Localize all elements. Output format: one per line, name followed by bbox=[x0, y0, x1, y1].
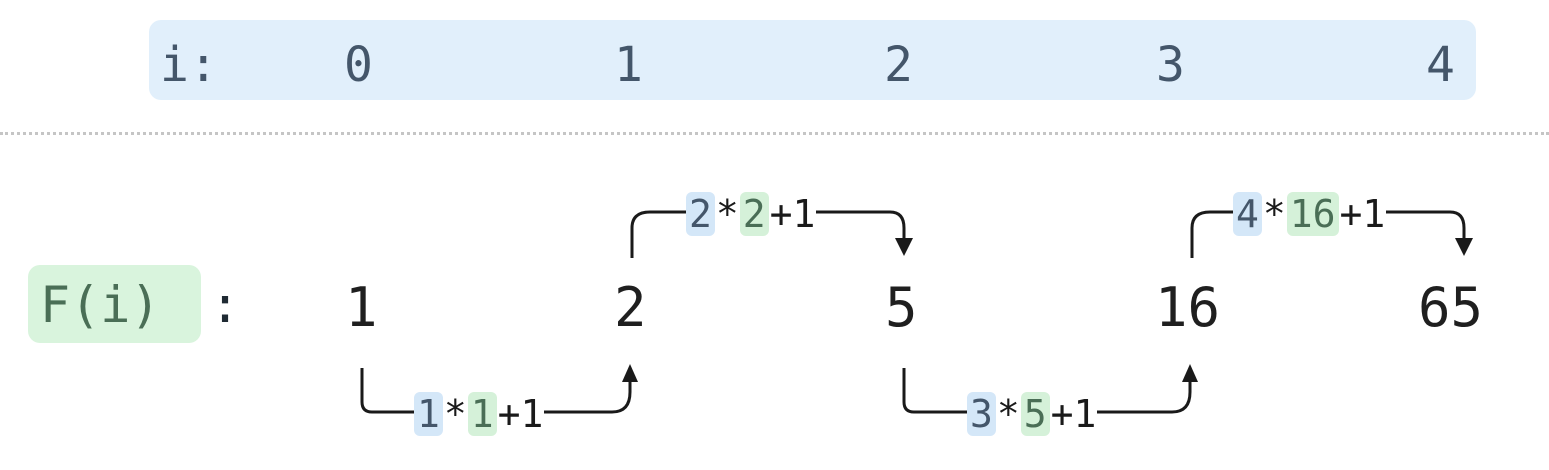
arrowhead-bottom-1 bbox=[622, 364, 638, 382]
index-value-2: 2 bbox=[884, 37, 913, 93]
dotted-divider bbox=[0, 132, 1549, 135]
index-value-3: 3 bbox=[1156, 37, 1185, 93]
formula-transition-4: 4 * 16 +1 bbox=[1233, 188, 1387, 240]
formula-multiply: * bbox=[715, 192, 739, 236]
formula-plus-one: +1 bbox=[1050, 392, 1097, 436]
formula-index-chip: 4 bbox=[1233, 192, 1262, 236]
formula-index-chip: 1 bbox=[414, 392, 443, 436]
formula-plus-one: +1 bbox=[769, 192, 816, 236]
formula-plus-one: +1 bbox=[497, 392, 544, 436]
formula-value-chip: 2 bbox=[739, 192, 769, 236]
f-label-chip bbox=[28, 265, 201, 343]
f-value-3: 16 bbox=[1155, 276, 1221, 339]
formula-index-chip: 3 bbox=[967, 392, 996, 436]
f-value-4: 65 bbox=[1418, 276, 1484, 339]
f-value-0: 1 bbox=[345, 276, 378, 339]
arrowhead-top-1 bbox=[895, 238, 913, 256]
formula-plus-one: +1 bbox=[1339, 192, 1386, 236]
formula-value-chip: 5 bbox=[1020, 392, 1050, 436]
formula-multiply: * bbox=[443, 392, 467, 436]
f-value-1: 2 bbox=[614, 276, 647, 339]
formula-multiply: * bbox=[996, 392, 1020, 436]
formula-multiply: * bbox=[1262, 192, 1286, 236]
f-value-2: 5 bbox=[885, 276, 918, 339]
arrowhead-top-2 bbox=[1455, 238, 1473, 256]
f-colon: : bbox=[210, 276, 241, 334]
formula-value-chip: 1 bbox=[467, 392, 497, 436]
formula-value-chip: 16 bbox=[1286, 192, 1339, 236]
index-value-0: 0 bbox=[344, 37, 373, 93]
index-band bbox=[149, 20, 1476, 100]
index-value-1: 1 bbox=[614, 37, 643, 93]
index-value-4: 4 bbox=[1426, 37, 1455, 93]
formula-transition-3: 3 * 5 +1 bbox=[967, 388, 1098, 440]
index-label: i: bbox=[160, 37, 218, 93]
formula-index-chip: 2 bbox=[686, 192, 715, 236]
f-label: F(i) bbox=[40, 276, 161, 334]
formula-transition-1: 1 * 1 +1 bbox=[414, 388, 545, 440]
arrowhead-bottom-2 bbox=[1182, 364, 1198, 382]
formula-transition-2: 2 * 2 +1 bbox=[686, 188, 817, 240]
